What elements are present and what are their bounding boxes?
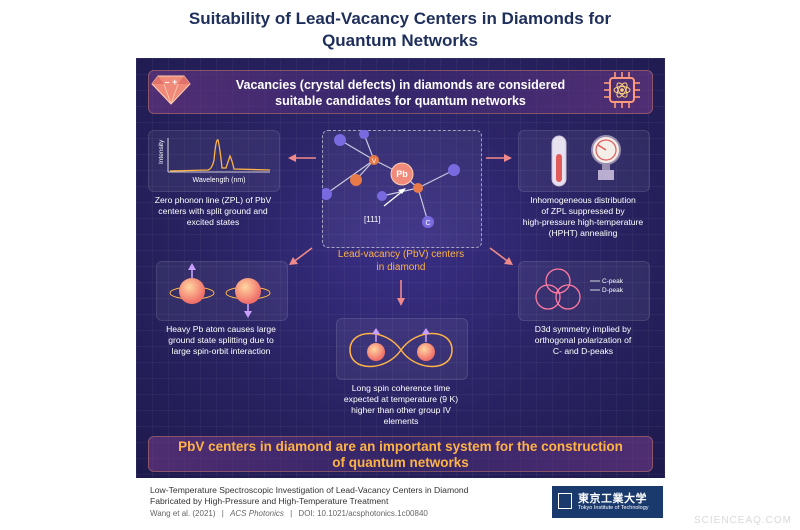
spectrum-caption: Zero phonon line (ZPL) of PbV centers wi… [140,195,286,228]
v-label: V [372,158,377,165]
pbv-crystal-structure: Pb V C [111] [322,130,460,228]
coherence-caption-line-3: higher than other group IV [351,405,451,415]
paper-title-line-1: Low-Temperature Spectroscopic Investigat… [150,485,469,495]
symmetry-caption-line-2: orthogonal polarization of [534,335,632,345]
d3d-symmetry-illustration: C-peak D-peak [535,268,624,310]
bottom-banner-line-1: PbV centers in diamond are an important … [178,439,623,454]
coherence-caption-line-4: elements [383,416,419,426]
top-banner: Vacancies (crystal defects) in diamonds … [148,70,653,114]
title-line-2: Quantum Networks [322,31,478,50]
connector-arrows [288,154,513,306]
top-banner-line-1: Vacancies (crystal defects) in diamonds … [235,78,566,92]
citation-separator-1: | [221,509,224,518]
watermark: SCIENCEAQ.COM [693,515,792,526]
bottom-banner-line-2: of quantum networks [332,455,469,470]
hpht-caption-line-1: Inhomogeneous distribution [530,195,636,205]
hpht-box [518,130,650,192]
d-peak-legend: D-peak [602,287,624,294]
spin-orbit-illustration [169,263,271,318]
title-line-1: Suitability of Lead-Vacancy Centers in D… [188,9,612,28]
infographic-title: Suitability of Lead-Vacancy Centers in D… [0,8,800,52]
diamond-icon: – + [151,75,191,105]
pbv-caption: Lead-vacancy (PbV) centers in diamond [312,248,490,274]
spin-caption-line-1: Heavy Pb atom causes large [166,324,276,334]
infographic-panel: Vacancies (crystal defects) in diamonds … [136,58,665,478]
bottom-banner: PbV centers in diamond are an important … [148,436,653,472]
pb-atom [390,162,414,186]
paper-title: Low-Temperature Spectroscopic Investigat… [150,485,468,507]
spectrum-x-label: Wavelength (nm) [192,177,245,184]
spin-caption-line-2: ground state splitting due to [168,335,274,345]
background-grid [136,58,665,478]
paper-title-line-2: Fabricated by High-Pressure and High-Tem… [150,496,389,506]
university-name-en: Tokyo Institute of Technology [578,505,649,511]
spin-box [156,261,288,321]
citation-authors: Wang et al. (2021) [150,509,216,518]
spectrum-curve [169,139,271,172]
coherence-caption: Long spin coherence time expected at tem… [328,383,474,427]
hpht-caption-line-3: high-pressure high-temperature [522,217,644,227]
quantum-chip-icon [604,72,640,108]
spectrum-caption-line-3: excited states [186,217,240,227]
university-name-jp: 東京工業大学 [578,493,647,505]
citation-journal: ACS Photonics [230,509,284,518]
pbv-caption-line-2: in diamond [376,262,426,273]
spectrum-caption-line-1: Zero phonon line (ZPL) of PbV [154,195,272,205]
pb-label: Pb [396,169,408,179]
citation-doi: DOI: 10.1021/acsphotonics.1c00840 [298,509,428,518]
c-peak-legend: C-peak [602,278,624,285]
citation: Wang et al. (2021) | ACS Photonics | DOI… [150,509,428,519]
university-emblem-icon [558,493,572,509]
spectrum-y-label: Intensity [158,139,165,164]
hpht-caption-line-2: of ZPL suppressed by [541,206,625,216]
citation-separator-2: | [290,509,293,518]
coherence-illustration [349,328,453,368]
spin-caption-line-3: large spin-orbit interaction [171,346,271,356]
direction-arrow [383,189,405,207]
symmetry-box [518,261,650,321]
pbv-caption-line-1: Lead-vacancy (PbV) centers [337,249,465,260]
hpht-caption-line-4: (HPHT) annealing [548,228,618,238]
hpht-caption: Inhomogeneous distribution of ZPL suppre… [508,195,658,239]
direction-label: [111] [364,215,381,224]
coherence-caption-line-1: Long spin coherence time [351,383,451,393]
symmetry-caption-line-3: C- and D-peaks [552,346,614,356]
spin-caption: Heavy Pb atom causes large ground state … [148,324,294,357]
symmetry-caption-line-1: D3d symmetry implied by [534,324,632,334]
zpl-spectrum-plot: Intensity Wavelength (nm) [158,138,271,184]
symmetry-caption: D3d symmetry implied by orthogonal polar… [508,324,658,357]
hpht-apparatus-icon [551,135,621,187]
spectrum-caption-line-2: centers with split ground and [158,206,268,216]
university-logo: 東京工業大学 Tokyo Institute of Technology [552,486,663,518]
coherence-caption-line-2: expected at temperature (9 K) [343,394,459,404]
top-banner-line-2: suitable candidates for quantum networks [275,94,526,108]
svg-text:– +: – + [165,77,178,87]
c-label: C [425,220,430,227]
